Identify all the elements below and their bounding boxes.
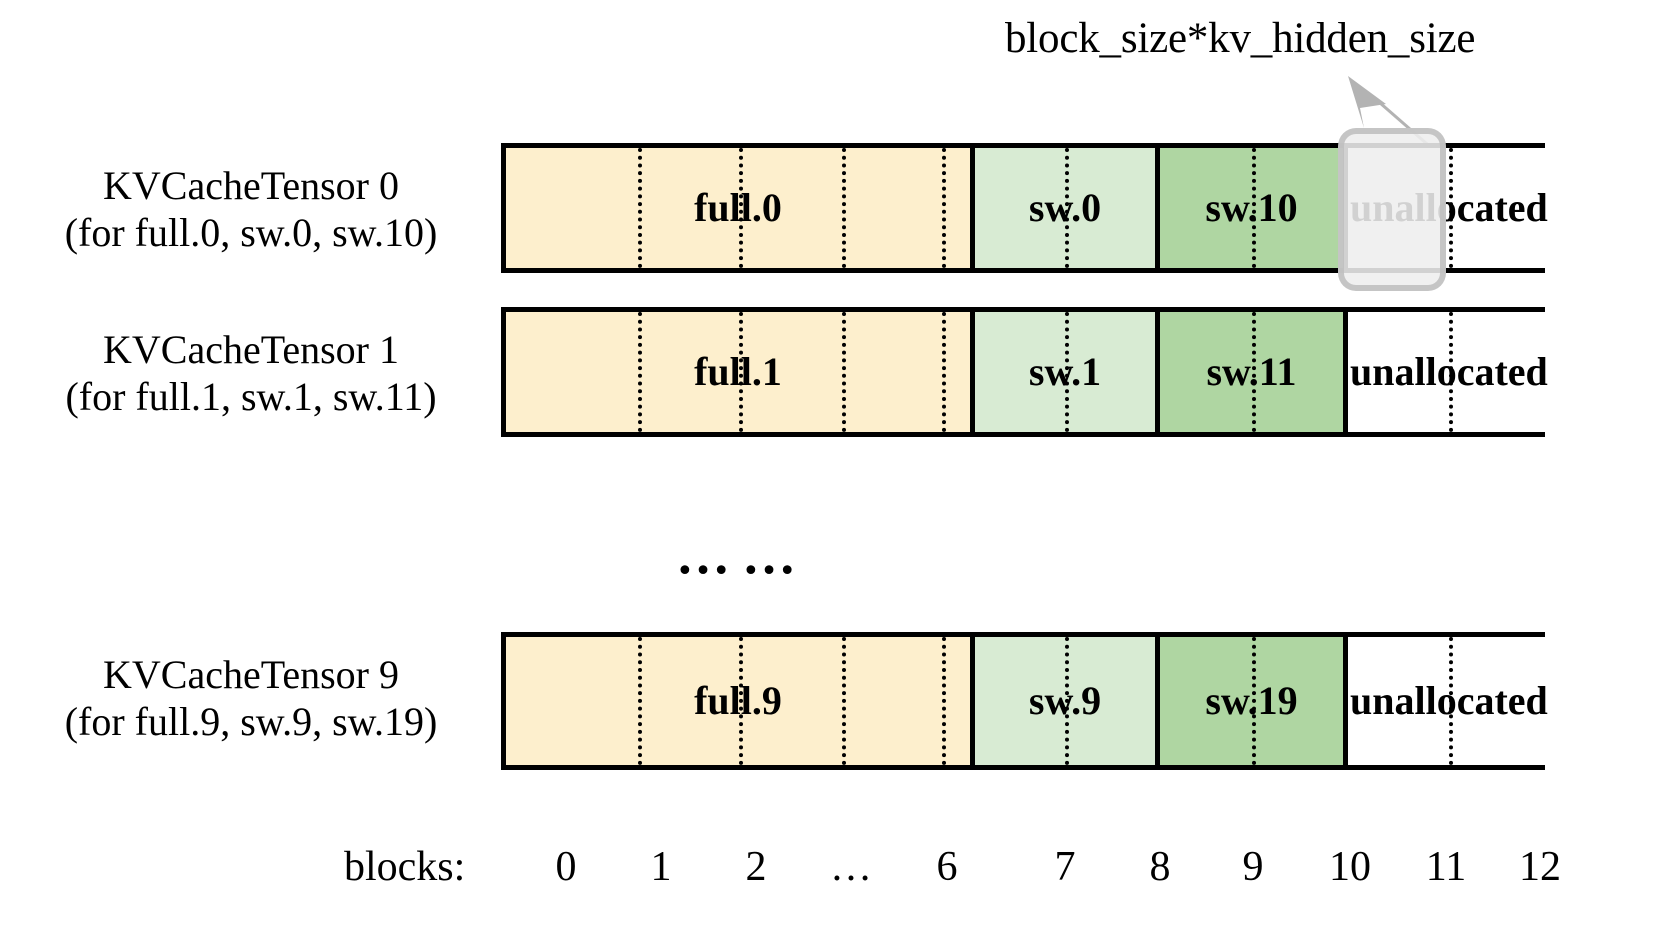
axis-title: blocks: (344, 844, 466, 890)
axis-tick-5: 7 (1054, 844, 1076, 890)
blocks-axis: blocks: 0 1 2 … 6 7 8 9 10 11 12 (0, 846, 1676, 906)
axis-tick-8: 10 (1329, 844, 1371, 890)
segment-label: sw.1 (1028, 349, 1102, 394)
segment-label: full.9 (694, 678, 782, 723)
row-label-0: KVCacheTensor 0 (for full.0, sw.0, sw.10… (16, 162, 486, 256)
axis-tick-2: 2 (745, 844, 767, 890)
segment-full-1[interactable]: full.1 (506, 312, 970, 432)
segment-label: sw.11 (1206, 349, 1297, 394)
axis-tick-0: 0 (555, 844, 577, 890)
kvcache-tensor-row-1[interactable]: full.1 sw.1 sw.11 unallocated (501, 307, 1550, 437)
axis-tick-4: 6 (936, 844, 958, 890)
row-label-1: KVCacheTensor 1 (for full.1, sw.1, sw.11… (16, 326, 486, 420)
segment-full-0[interactable]: full.0 (506, 148, 970, 268)
segment-label: unallocated (1350, 677, 1548, 723)
segment-label: full.1 (694, 349, 782, 394)
segment-sw-dark-0[interactable]: sw.10 (1155, 148, 1343, 268)
axis-tick-10: 12 (1519, 844, 1561, 890)
segment-label: unallocated (1350, 348, 1548, 394)
axis-tick-7: 9 (1242, 844, 1264, 890)
kvcache-tensor-row-9[interactable]: full.9 sw.9 sw.19 unallocated (501, 632, 1550, 770)
row-label-0-line1: KVCacheTensor 0 (103, 163, 399, 208)
segment-label: sw.0 (1028, 185, 1102, 230)
segment-sw-light-0[interactable]: sw.0 (970, 148, 1155, 268)
segment-label: sw.19 (1205, 678, 1298, 723)
axis-tick-3: … (830, 844, 872, 890)
segment-label: sw.10 (1205, 185, 1298, 230)
segment-sw-light-9[interactable]: sw.9 (970, 637, 1155, 765)
axis-tick-1: 1 (650, 844, 672, 890)
segment-sw-dark-1[interactable]: sw.11 (1155, 312, 1343, 432)
row-label-1-line2: (for full.1, sw.1, sw.11) (65, 374, 437, 420)
axis-tick-9: 11 (1425, 844, 1467, 890)
segment-label: full.0 (694, 185, 782, 230)
segment-label: sw.9 (1028, 678, 1102, 723)
row-label-9-line2: (for full.9, sw.9, sw.19) (64, 699, 438, 745)
segment-full-9[interactable]: full.9 (506, 637, 970, 765)
axis-tick-6: 8 (1149, 844, 1171, 890)
row-label-1-line1: KVCacheTensor 1 (103, 327, 399, 372)
row-label-9: KVCacheTensor 9 (for full.9, sw.9, sw.19… (16, 651, 486, 745)
segment-unallocated-9[interactable]: unallocated (1343, 637, 1550, 765)
row-label-9-line1: KVCacheTensor 9 (103, 652, 399, 697)
vertical-ellipsis: …… (676, 525, 808, 585)
segment-unallocated-1[interactable]: unallocated (1343, 312, 1550, 432)
row-label-0-line2: (for full.0, sw.0, sw.10) (64, 210, 438, 256)
segment-sw-dark-9[interactable]: sw.19 (1155, 637, 1343, 765)
segment-sw-light-1[interactable]: sw.1 (970, 312, 1155, 432)
annotation-label: block_size*kv_hidden_size (1005, 15, 1476, 62)
block-highlight-overlay[interactable] (1338, 128, 1446, 291)
